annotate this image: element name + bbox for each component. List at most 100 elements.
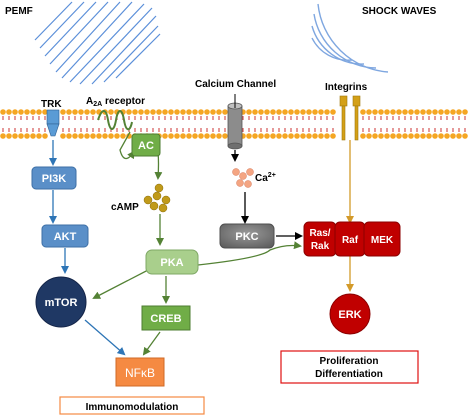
lipid-head bbox=[30, 109, 36, 115]
lipid-head bbox=[204, 109, 210, 115]
lipid-head bbox=[450, 133, 456, 139]
lipid-head bbox=[408, 133, 414, 139]
lipid-head bbox=[198, 109, 204, 115]
node-raf: Raf bbox=[334, 221, 366, 257]
lipid-head bbox=[366, 133, 372, 139]
lipid-head bbox=[246, 109, 252, 115]
node-pkc: PKC bbox=[219, 223, 275, 249]
lipid-head bbox=[306, 109, 312, 115]
lipid-head bbox=[462, 109, 468, 115]
lipid-head bbox=[12, 133, 18, 139]
lipid-head bbox=[438, 109, 444, 115]
lipid-head bbox=[438, 133, 444, 139]
lipid-head bbox=[360, 133, 366, 139]
lipid-head bbox=[402, 109, 408, 115]
lipid-head bbox=[456, 109, 462, 115]
lipid-head bbox=[168, 133, 174, 139]
lipid-head bbox=[204, 133, 210, 139]
lipid-head bbox=[0, 109, 6, 115]
lipid-head bbox=[102, 133, 108, 139]
lipid-head bbox=[78, 109, 84, 115]
lipid-head bbox=[426, 133, 432, 139]
immunomodulation-box: Immunomodulation bbox=[59, 396, 205, 415]
lipid-head bbox=[18, 133, 24, 139]
black-arrows bbox=[231, 150, 303, 240]
svg-text:Raf: Raf bbox=[342, 235, 359, 246]
lipid-head bbox=[108, 133, 114, 139]
lipid-head bbox=[174, 109, 180, 115]
lipid-head bbox=[66, 133, 72, 139]
lipid-head bbox=[222, 133, 228, 139]
shock-wave-arcs bbox=[311, 3, 389, 73]
lipid-head bbox=[186, 109, 192, 115]
lipid-head bbox=[90, 109, 96, 115]
calcium-ions bbox=[232, 168, 254, 188]
lipid-head bbox=[72, 133, 78, 139]
lipid-head bbox=[0, 133, 6, 139]
lipid-head bbox=[132, 109, 138, 115]
lipid-head bbox=[312, 109, 318, 115]
node-pka: PKA bbox=[145, 249, 199, 275]
lipid-head bbox=[384, 133, 390, 139]
lipid-head bbox=[156, 109, 162, 115]
lipid-head bbox=[306, 133, 312, 139]
integrins-label: Integrins bbox=[325, 82, 368, 93]
lipid-head bbox=[174, 133, 180, 139]
proliferation-differentiation-box: Proliferation Differentiation bbox=[280, 350, 419, 384]
lipid-head bbox=[330, 133, 336, 139]
svg-text:PI3K: PI3K bbox=[42, 173, 67, 185]
svg-text:NFκB: NFκB bbox=[125, 366, 155, 380]
node-nfkb: NFκB bbox=[115, 357, 165, 387]
svg-text:Ras/: Ras/ bbox=[309, 228, 330, 239]
lipid-head bbox=[300, 133, 306, 139]
lipid-head bbox=[270, 109, 276, 115]
pemf-label: PEMF bbox=[5, 6, 33, 17]
lipid-head bbox=[78, 133, 84, 139]
lipid-head bbox=[384, 109, 390, 115]
lipid-head bbox=[72, 109, 78, 115]
lipid-head bbox=[6, 133, 12, 139]
lipid-head bbox=[162, 109, 168, 115]
lipid-head bbox=[222, 109, 228, 115]
lipid-head bbox=[396, 109, 402, 115]
trk-receptor-icon bbox=[46, 109, 60, 137]
lipid-head bbox=[258, 109, 264, 115]
lipid-head bbox=[378, 109, 384, 115]
lipid-head bbox=[42, 109, 48, 115]
lipid-head bbox=[444, 133, 450, 139]
lipid-head bbox=[90, 133, 96, 139]
node-mtor: mTOR bbox=[35, 276, 87, 328]
node-mek: MEK bbox=[363, 221, 401, 257]
lipid-head bbox=[420, 109, 426, 115]
svg-text:PKC: PKC bbox=[235, 231, 258, 243]
lipid-head bbox=[264, 133, 270, 139]
svg-text:Differentiation: Differentiation bbox=[315, 369, 383, 380]
camp-label: cAMP bbox=[111, 202, 139, 213]
lipid-head bbox=[126, 109, 132, 115]
lipid-head bbox=[264, 109, 270, 115]
a2a-receptor-icon bbox=[97, 110, 133, 131]
lipid-head bbox=[120, 133, 126, 139]
lipid-head bbox=[108, 109, 114, 115]
lipid-head bbox=[420, 133, 426, 139]
camp-molecules bbox=[143, 183, 171, 213]
lipid-head bbox=[6, 109, 12, 115]
lipid-head bbox=[276, 109, 282, 115]
lipid-head bbox=[192, 133, 198, 139]
lipid-head bbox=[60, 109, 66, 115]
lipid-head bbox=[402, 133, 408, 139]
lipid-head bbox=[138, 109, 144, 115]
calcium-channel-label: Calcium Channel bbox=[195, 79, 276, 90]
lipid-head bbox=[324, 109, 330, 115]
lipid-head bbox=[462, 133, 468, 139]
lipid-head bbox=[210, 109, 216, 115]
lipid-head bbox=[324, 133, 330, 139]
lipid-head bbox=[168, 109, 174, 115]
lipid-head bbox=[246, 133, 252, 139]
lipid-head bbox=[180, 109, 186, 115]
a2a-receptor-label: A2A receptor bbox=[86, 96, 145, 108]
lipid-head bbox=[426, 109, 432, 115]
lipid-head bbox=[282, 133, 288, 139]
lipid-head bbox=[84, 133, 90, 139]
pemf-field-lines bbox=[34, 1, 161, 85]
